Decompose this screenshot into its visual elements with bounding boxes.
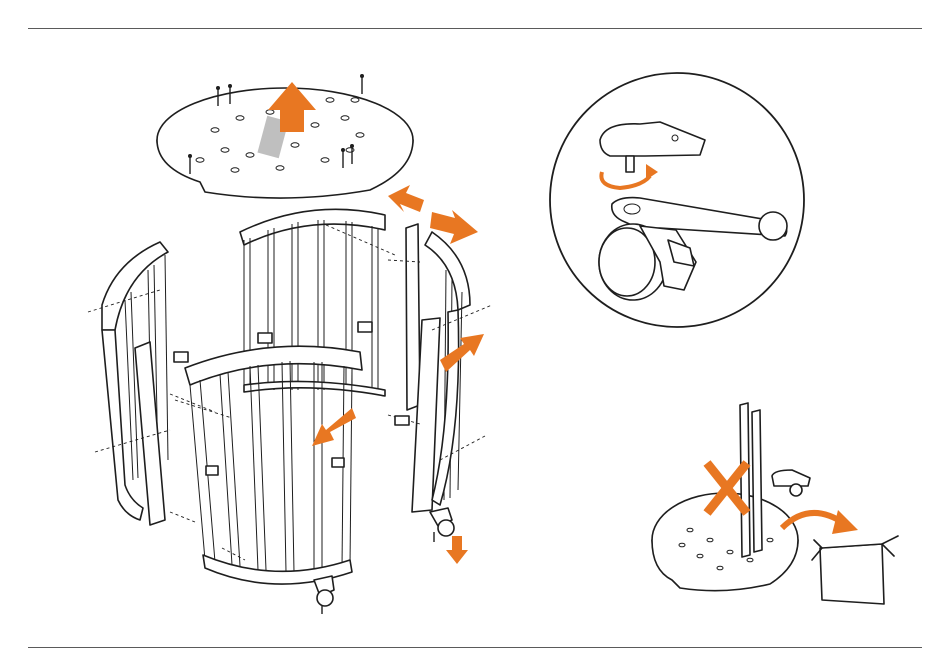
arrow-up-right-icon [440,334,484,372]
arrow-down-left-icon [312,408,356,446]
wheel-right [430,508,454,542]
wheel-detail-inset [550,73,804,327]
cardboard-box [812,536,898,604]
wheel-front [314,576,334,614]
left-side-panel [88,242,215,525]
arrow-left-icon [388,185,424,212]
packing-scene [652,403,898,604]
loose-wheel [772,470,810,496]
right-side-panel [388,232,492,512]
arrow-down-icon [446,536,468,564]
mattress-base [157,74,413,198]
right-end-post [388,224,420,410]
back-panel [240,209,395,396]
